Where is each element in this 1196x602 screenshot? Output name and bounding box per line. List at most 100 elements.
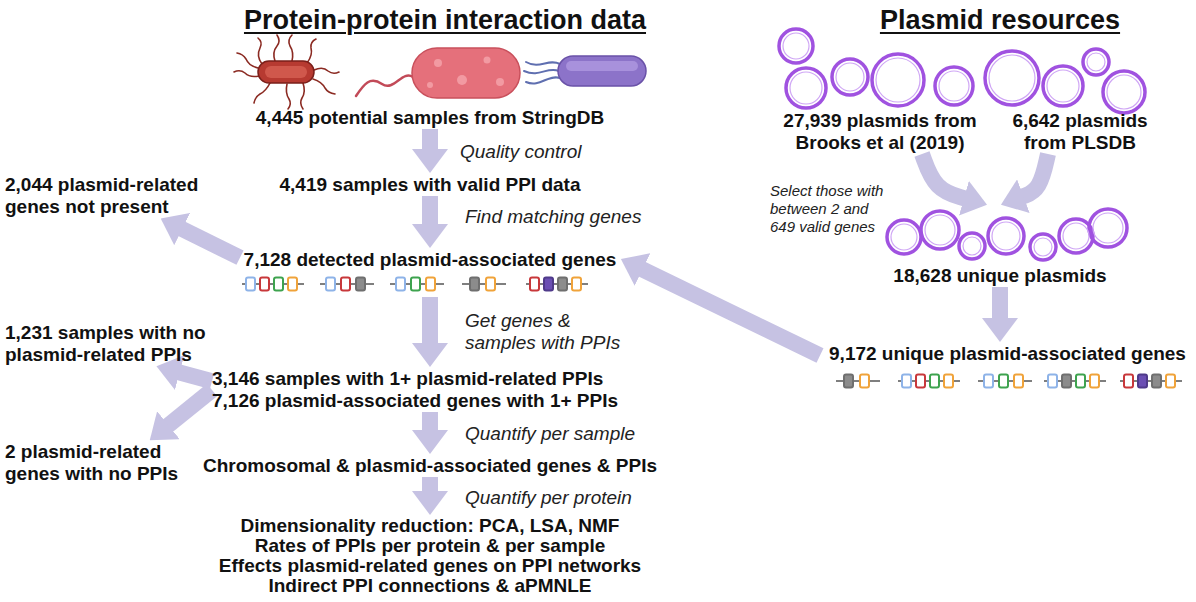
plasmid-circles-part-part	[786, 68, 826, 108]
bacterium-flagellated-part	[484, 57, 491, 64]
plasmid-circles-part-part	[887, 220, 921, 254]
bacterium-flagellated-part	[356, 76, 413, 96]
flow-step: 2,044 plasmid-related genes not present	[5, 174, 220, 218]
bacterium-pili-part-part	[314, 68, 339, 73]
bacterium-flagellated-part	[496, 78, 504, 86]
step-text: 4,445 potential samples from StringDB	[220, 107, 640, 129]
flow-step: 6,642 plasmids from PLSDB	[1000, 110, 1160, 154]
flow-step: 1,231 samples with no plasmid-related PP…	[5, 322, 220, 366]
bacterium-pili-part-part	[258, 38, 262, 64]
step-text: 18,628 unique plasmids	[880, 265, 1120, 287]
plasmid-circles-part-part	[1103, 71, 1145, 113]
plasmid-circles-part-part	[935, 67, 973, 105]
step-label: Quality control	[460, 141, 581, 163]
flow-step: 4,445 potential samples from StringDB	[220, 107, 640, 129]
plasmid-circles-part-part	[1087, 53, 1105, 71]
bacterium-pili	[234, 35, 339, 109]
flow-arrow	[422, 412, 438, 431]
step-text: 2,044 plasmid-related genes not present	[5, 174, 220, 218]
flow-step: 3,146 samples with 1+ plasmid-related PP…	[212, 368, 632, 412]
flow-arrow	[422, 297, 438, 344]
bacterium-pili-part-part	[289, 35, 293, 61]
bacterium-pili-part-part	[307, 39, 316, 63]
bacterium-pili-part-part	[234, 71, 259, 77]
plasmid-circles-part-part	[1093, 213, 1123, 243]
gene-strip	[836, 375, 1182, 388]
gene-strip-part	[242, 278, 304, 291]
bacterium-pili-part	[265, 66, 307, 78]
bacterium-rod-part-part	[524, 70, 559, 74]
plasmid-circles-part-part	[939, 71, 969, 101]
step-text: 3,146 samples with 1+ plasmid-related PP…	[212, 368, 632, 390]
plasmid-circles-part-part	[925, 215, 955, 245]
plasmid-circles-part-part	[1107, 75, 1141, 109]
gene-strip-part	[1120, 375, 1182, 388]
bacterium-pili-part-part	[313, 79, 335, 94]
flow-arrow	[422, 477, 438, 492]
bacterium-flagellated-part	[427, 82, 433, 88]
flow-step: 7,128 detected plasmid-associated genes	[240, 249, 620, 297]
plasmid-circles-part-part	[963, 237, 981, 255]
step-label: Select those with between 2 and 649 vali…	[770, 182, 890, 236]
plasmid-circles-part-part	[790, 72, 822, 104]
plasmid-circles-part-part	[1034, 238, 1052, 256]
bacterium-rod-part	[524, 62, 560, 84]
gene-strip-part	[390, 278, 444, 291]
bacterium-flagellated-part	[457, 75, 467, 85]
gene-strip	[242, 278, 588, 291]
plasmid-circles-part-part	[836, 63, 864, 91]
bacterium-rod-part-part	[526, 62, 560, 65]
bacterium-pili-part-part	[237, 53, 258, 68]
plasmid-circles-part-part	[876, 58, 920, 102]
gene-strip-part	[526, 278, 588, 291]
flow-step: 4,419 samples with valid PPI data	[220, 174, 640, 196]
bacterium-rod-part	[566, 61, 638, 71]
step-text: Chromosomal & plasmid-associated genes &…	[190, 455, 670, 477]
plasmid-circles-part-part	[832, 59, 868, 95]
flow-arrow	[168, 390, 212, 426]
gene-strip-part	[320, 278, 374, 291]
plasmid-circles-part-part	[992, 222, 1020, 250]
plasmid-circles-part-part	[985, 51, 1039, 105]
flow-step: Dimensionality reduction: PCA, LSA, NMFR…	[170, 516, 690, 596]
step-text: Effects plasmid-related genes on PPI net…	[170, 556, 690, 576]
bacterium-pili-part-part	[301, 83, 305, 109]
step-text: 7,126 plasmid-associated genes with 1+ P…	[212, 390, 632, 412]
plasmid-circles-part-part	[1030, 234, 1056, 260]
flow-arrow	[422, 129, 438, 150]
flow-arrow	[992, 287, 1008, 319]
bacterium-flagellated	[356, 48, 520, 98]
step-text: 9,172 unique plasmid-associated genes	[820, 343, 1195, 365]
gene-strip-part	[836, 375, 880, 388]
flow-step: 2 plasmid-related genes with no PPIs	[5, 441, 205, 485]
flow-arrow	[642, 269, 820, 355]
plasmid-circles-part-part	[783, 33, 809, 59]
step-label: Find matching genes	[465, 206, 641, 228]
step-text: 6,642 plasmids from PLSDB	[1000, 110, 1160, 154]
section-heading: Protein-protein interaction data	[195, 4, 695, 36]
plasmid-circles-part-part	[921, 211, 959, 249]
step-label: Get genes & samples with PPIs	[465, 310, 633, 354]
step-label: Quantify per sample	[465, 423, 635, 445]
plasmid-circles-part-part	[959, 233, 985, 259]
bacterium-pili-part-part	[286, 84, 290, 109]
step-text: 7,128 detected plasmid-associated genes	[240, 249, 620, 271]
plasmid-circles-part-part	[1047, 70, 1079, 102]
flow-step: 9,172 unique plasmid-associated genes	[820, 343, 1195, 393]
flow-arrow	[422, 196, 438, 225]
step-text: Indirect PPI connections & aPMNLE	[170, 576, 690, 596]
section-heading: Plasmid resources	[850, 4, 1150, 36]
plasmid-circles-part-part	[779, 29, 813, 63]
flow-arrow	[922, 154, 965, 198]
step-text: 4,419 samples with valid PPI data	[220, 174, 640, 196]
bacterium-rod	[524, 56, 646, 86]
bacterium-rod-part	[558, 56, 646, 86]
flow-arrow	[181, 229, 240, 258]
flow-step: 18,628 unique plasmids	[880, 205, 1120, 287]
plasmid-circles-part-part	[1089, 209, 1127, 247]
plasmid-circles-part-part	[988, 218, 1024, 254]
gene-strip-part	[1044, 375, 1106, 388]
step-label: Quantify per protein	[465, 487, 632, 509]
gene-strip-part	[978, 375, 1032, 388]
